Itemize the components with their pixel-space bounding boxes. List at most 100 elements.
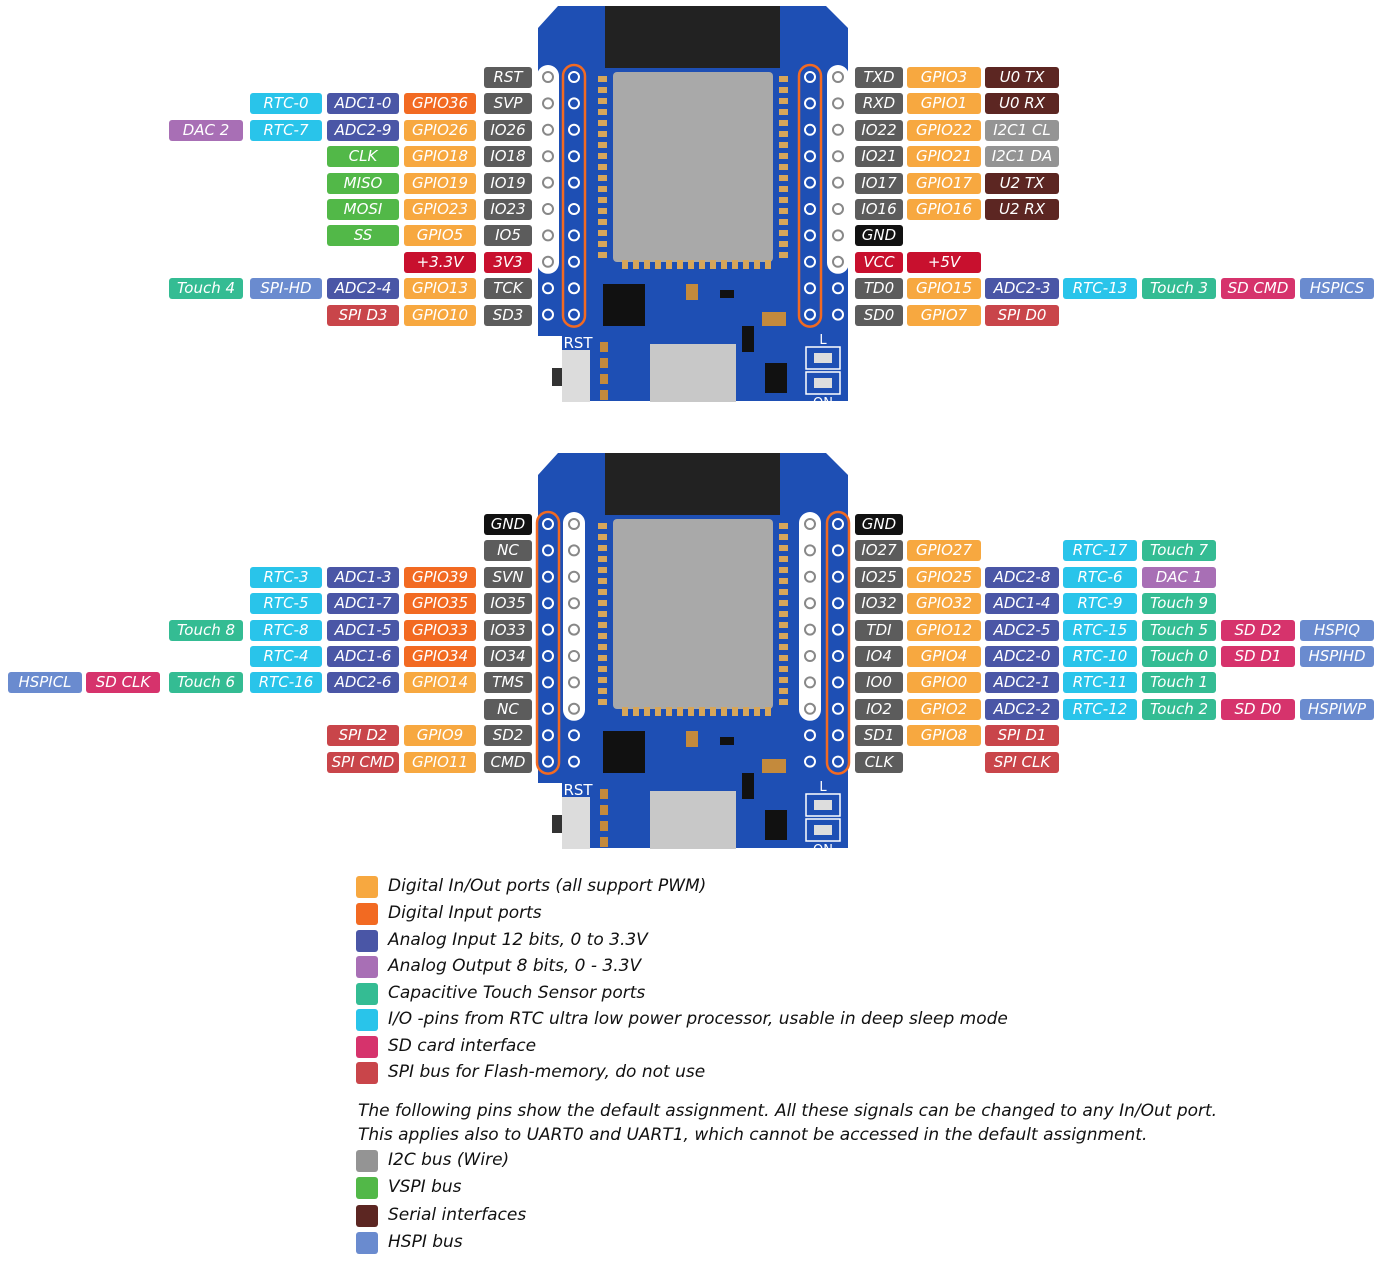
- pin-label: GPIO4: [907, 646, 981, 667]
- legend-swatch: [356, 930, 378, 952]
- module-pad: [688, 260, 694, 269]
- pin-label: Touch 3: [1142, 278, 1216, 300]
- pin-hole: [542, 229, 554, 242]
- pin-label: GPIO36: [404, 93, 476, 115]
- module-pad: [779, 534, 788, 540]
- pin-label: Touch 8: [169, 619, 243, 641]
- led-l: [814, 800, 832, 810]
- module-pad: [779, 578, 788, 584]
- pin-label: RTC-15: [1063, 619, 1137, 641]
- reset-button: [562, 797, 590, 849]
- module-pad: [598, 556, 607, 562]
- module-pad: [779, 655, 788, 661]
- pin-label: CLK: [855, 751, 903, 773]
- pin-label: ADC1-4: [985, 593, 1059, 615]
- pin-label: GPIO32: [907, 593, 981, 615]
- pin-label: GPIO23: [404, 199, 476, 220]
- pin-hole: [804, 570, 816, 583]
- pin-label: IO4: [855, 646, 903, 667]
- module-pad: [779, 219, 788, 225]
- legend-swatch: [356, 956, 378, 978]
- pin-label: ADC2-3: [985, 278, 1059, 300]
- module-pad: [598, 142, 607, 148]
- pin-hole: [542, 597, 554, 610]
- pin-hole: [804, 229, 816, 242]
- module-pad: [598, 699, 607, 705]
- pin-label: GND: [855, 514, 903, 535]
- legend-text: Analog Input 12 bits, 0 to 3.3V: [388, 930, 648, 950]
- pin-hole: [832, 544, 844, 557]
- pin-hole: [542, 123, 554, 136]
- module-pad: [779, 241, 788, 247]
- pin-label: ADC2-0: [985, 646, 1059, 667]
- pin-label: DAC 2: [169, 119, 243, 141]
- led-frame: [805, 346, 841, 370]
- pin-hole: [804, 702, 816, 715]
- regulator-chip: [765, 810, 787, 840]
- module-pad: [598, 666, 607, 672]
- pin-hole: [568, 176, 580, 189]
- pin-hole: [542, 71, 554, 83]
- pin-hole: [568, 518, 580, 530]
- reset-button: [562, 350, 590, 402]
- header-strip: [799, 512, 821, 721]
- legend-text: I/O -pins from RTC ultra low power proce…: [388, 1009, 1008, 1029]
- pin-label: TCK: [484, 278, 532, 300]
- module-pad: [598, 87, 607, 93]
- pin-label: Touch 1: [1142, 672, 1216, 694]
- legend-text: Digital In/Out ports (all support PWM): [388, 876, 707, 896]
- pin-label: VCC: [855, 251, 903, 273]
- header-highlight: [535, 510, 561, 775]
- pin-label: IO27: [855, 540, 903, 562]
- pin-hole: [832, 650, 844, 662]
- pin-label: I2C1 DA: [985, 146, 1059, 168]
- pin-label: GPIO39: [404, 566, 476, 588]
- pin-label: Touch 9: [1142, 593, 1216, 615]
- legend-swatch: [356, 1232, 378, 1254]
- pin-label: TD0: [855, 278, 903, 300]
- module-pad: [779, 567, 788, 573]
- pin-label: GPIO33: [404, 619, 476, 641]
- module-pad: [779, 523, 788, 529]
- legend-swatch: [356, 983, 378, 1005]
- module-pad: [677, 707, 683, 716]
- pin-hole: [804, 597, 816, 610]
- module-pad: [779, 175, 788, 181]
- pin-label: CMD: [484, 751, 532, 773]
- module-pad: [699, 707, 705, 716]
- pin-hole: [542, 623, 554, 636]
- pin-label: RTC-12: [1063, 698, 1137, 720]
- module-pad: [598, 241, 607, 247]
- pin-hole: [804, 676, 816, 689]
- led-on-label: ON: [813, 843, 833, 858]
- pin-hole: [804, 544, 816, 557]
- pin-label: I2C1 CL: [985, 119, 1059, 141]
- smd-part: [600, 358, 608, 368]
- pin-label: Touch 0: [1142, 646, 1216, 667]
- pin-label: DAC 1: [1142, 566, 1216, 588]
- pin-hole: [542, 97, 554, 110]
- module-pad: [754, 260, 760, 269]
- module-pad: [598, 622, 607, 628]
- pin-hole: [832, 176, 844, 189]
- pin-label: GPIO10: [404, 304, 476, 326]
- pin-label: MOSI: [327, 199, 399, 220]
- pin-hole: [568, 150, 580, 163]
- pin-label: MISO: [327, 172, 399, 194]
- smd-part: [600, 821, 608, 831]
- pin-label: GPIO5: [404, 225, 476, 247]
- pin-label: ADC2-1: [985, 672, 1059, 694]
- pin-label: IO2: [855, 698, 903, 720]
- pin-hole: [542, 676, 554, 689]
- smd-part: [600, 805, 608, 815]
- pin-label: ADC1-3: [327, 566, 399, 588]
- led-frame: [805, 818, 841, 842]
- module-pad: [779, 677, 788, 683]
- module-pad: [779, 208, 788, 214]
- module-pad: [779, 688, 788, 694]
- module-pad: [779, 589, 788, 595]
- pin-label: IO34: [484, 646, 532, 667]
- pin-label: ADC2-6: [327, 672, 399, 694]
- module-pad: [743, 260, 749, 269]
